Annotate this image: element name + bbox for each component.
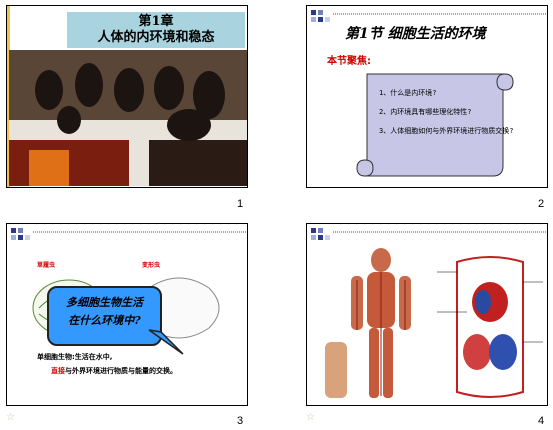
single-cell-suffix: :生活在水中, [72,353,113,361]
slide-2[interactable]: 第1节 细胞生活的环境 本节聚焦: 1、什么是内环境? 2、内环境具有哪些理化特… [306,5,548,188]
question-bubble: 多细胞生物生活 在什么环境中? [47,286,162,346]
page-number-4: 4 [538,415,545,427]
chapter-title: 第1章 人体的内环境和稳态 [67,12,245,48]
bubble-line: 在什么环境中? [68,314,141,327]
circulatory-body-figure [325,248,411,398]
soldiers-photo [9,50,247,186]
page-number-1: 1 [237,198,244,210]
page-number-3: 3 [237,415,244,427]
single-cell-prefix: 单细胞生物 [37,353,72,361]
list-item: 2、内环境具有哪些理化特性? [379,108,472,116]
section-title: 第1节 细胞生活的环境 [345,26,486,42]
header-decoration [11,228,247,240]
header-decoration [311,228,547,240]
paramecium-label: 草履虫 [37,262,56,269]
section-focus-label: 本节聚焦: [327,56,371,67]
exchange-rest: 与外界环境进行物质与能量的交换。 [65,367,177,375]
heart-circulation-diagram [437,256,543,398]
amoeba-label: 变形虫 [142,262,161,269]
slide-4[interactable] [306,223,548,406]
scroll-banner [356,73,514,177]
slide-3[interactable]: 草履虫 变形虫 多细胞生物生活 在什么环境中? 单细胞生物:生活在水中, 直接与… [6,223,248,406]
star-icon: ☆ [306,412,315,423]
header-decoration [311,10,547,22]
exchange-text: 直接与外界环境进行物质与能量的交换。 [51,366,177,376]
page-number-2: 2 [538,198,545,210]
list-item: 1、什么是内环境? [379,89,437,97]
bubble-line: 多细胞生物生活 [66,296,143,309]
single-cell-text: 单细胞生物:生活在水中, [37,352,112,362]
chapter-name: 人体的内环境和稳态 [97,30,215,45]
star-icon: ☆ [6,412,15,423]
list-item: 3、人体细胞如何与外界环境进行物质交换? [379,127,514,135]
slide-1-edge [7,6,10,187]
focus-list: 1、什么是内环境? 2、内环境具有哪些理化特性? 3、人体细胞如何与外界环境进行… [379,88,519,145]
exchange-emphasis: 直接 [51,367,65,375]
bubble-tail [148,329,184,355]
slide-1[interactable]: 第1章 人体的内环境和稳态 [6,5,248,188]
chapter-number: 第1章 [138,14,174,29]
